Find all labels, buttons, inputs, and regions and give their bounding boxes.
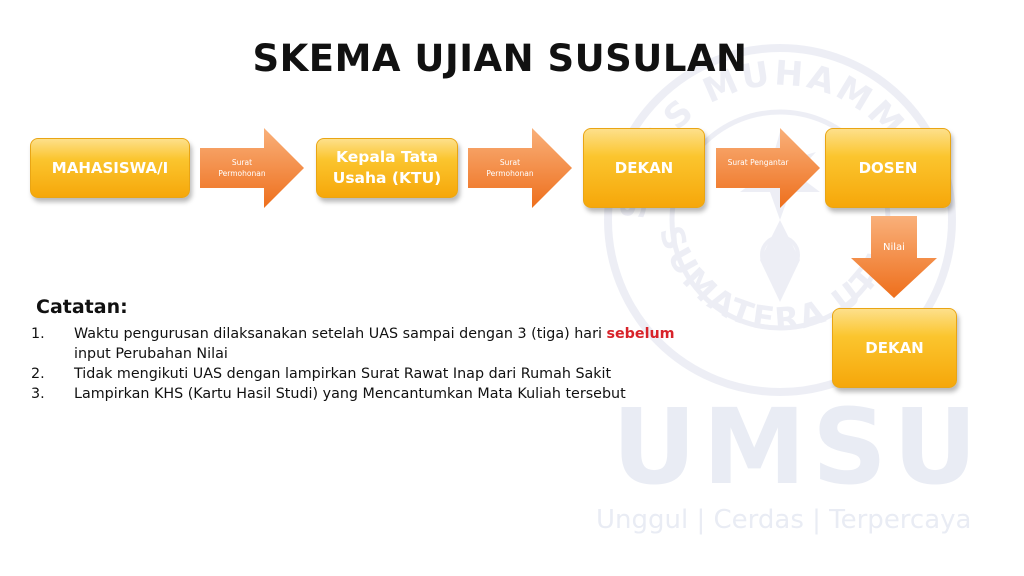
- notes-heading: Catatan:: [36, 296, 128, 318]
- note-number: 1.: [31, 326, 45, 342]
- arrow-1-label: Surat Permohonan: [218, 158, 266, 178]
- arrow-right-icon: [716, 128, 820, 208]
- note-text: Waktu pengurusan dilaksanakan setelah UA…: [74, 326, 607, 342]
- tagline-watermark: Unggul | Cerdas | Terpercaya: [596, 505, 972, 535]
- arrow-2-label: Surat Permohonan: [486, 158, 534, 178]
- arrow-right-icon: [468, 128, 572, 208]
- slide-title: SKEMA UJIAN SUSULAN: [252, 37, 748, 80]
- node-dekan-1: DEKAN: [583, 128, 705, 208]
- arrow-4-label: Nilai: [883, 242, 905, 253]
- arrow-right-icon: [200, 128, 304, 208]
- note-text: Tidak mengikuti UAS dengan lampirkan Sur…: [74, 366, 612, 382]
- node-mahasiswa: MAHASISWA/I: [30, 138, 190, 198]
- arrow-down-icon: [851, 216, 937, 298]
- node-ktu-label: Kepala Tata Usaha (KTU): [332, 148, 442, 187]
- node-dosen-label: DOSEN: [858, 158, 918, 177]
- node-dekan-1-label: DEKAN: [614, 158, 674, 177]
- arrow-3-label: Surat Pengantar: [727, 158, 789, 167]
- note-item: 2. Tidak mengikuti UAS dengan lampirkan …: [0, 364, 760, 384]
- notes-list: 1. Waktu pengurusan dilaksanakan setelah…: [0, 324, 760, 404]
- umsu-watermark: UMSU: [612, 386, 984, 508]
- note-highlight: sebelum: [606, 326, 675, 342]
- note-text-continued: input Perubahan Nilai: [74, 346, 228, 362]
- node-mahasiswa-label: MAHASISWA/I: [51, 158, 169, 177]
- node-dekan-2-label: DEKAN: [865, 338, 924, 357]
- node-dekan-2: DEKAN: [832, 308, 957, 388]
- node-dosen: DOSEN: [825, 128, 951, 208]
- note-number: 2.: [31, 366, 45, 382]
- node-ktu: Kepala Tata Usaha (KTU): [316, 138, 458, 198]
- note-item: 3. Lampirkan KHS (Kartu Hasil Studi) yan…: [0, 384, 760, 404]
- note-number: 3.: [31, 386, 45, 402]
- note-text: Lampirkan KHS (Kartu Hasil Studi) yang M…: [74, 386, 626, 402]
- note-item: 1. Waktu pengurusan dilaksanakan setelah…: [0, 324, 760, 364]
